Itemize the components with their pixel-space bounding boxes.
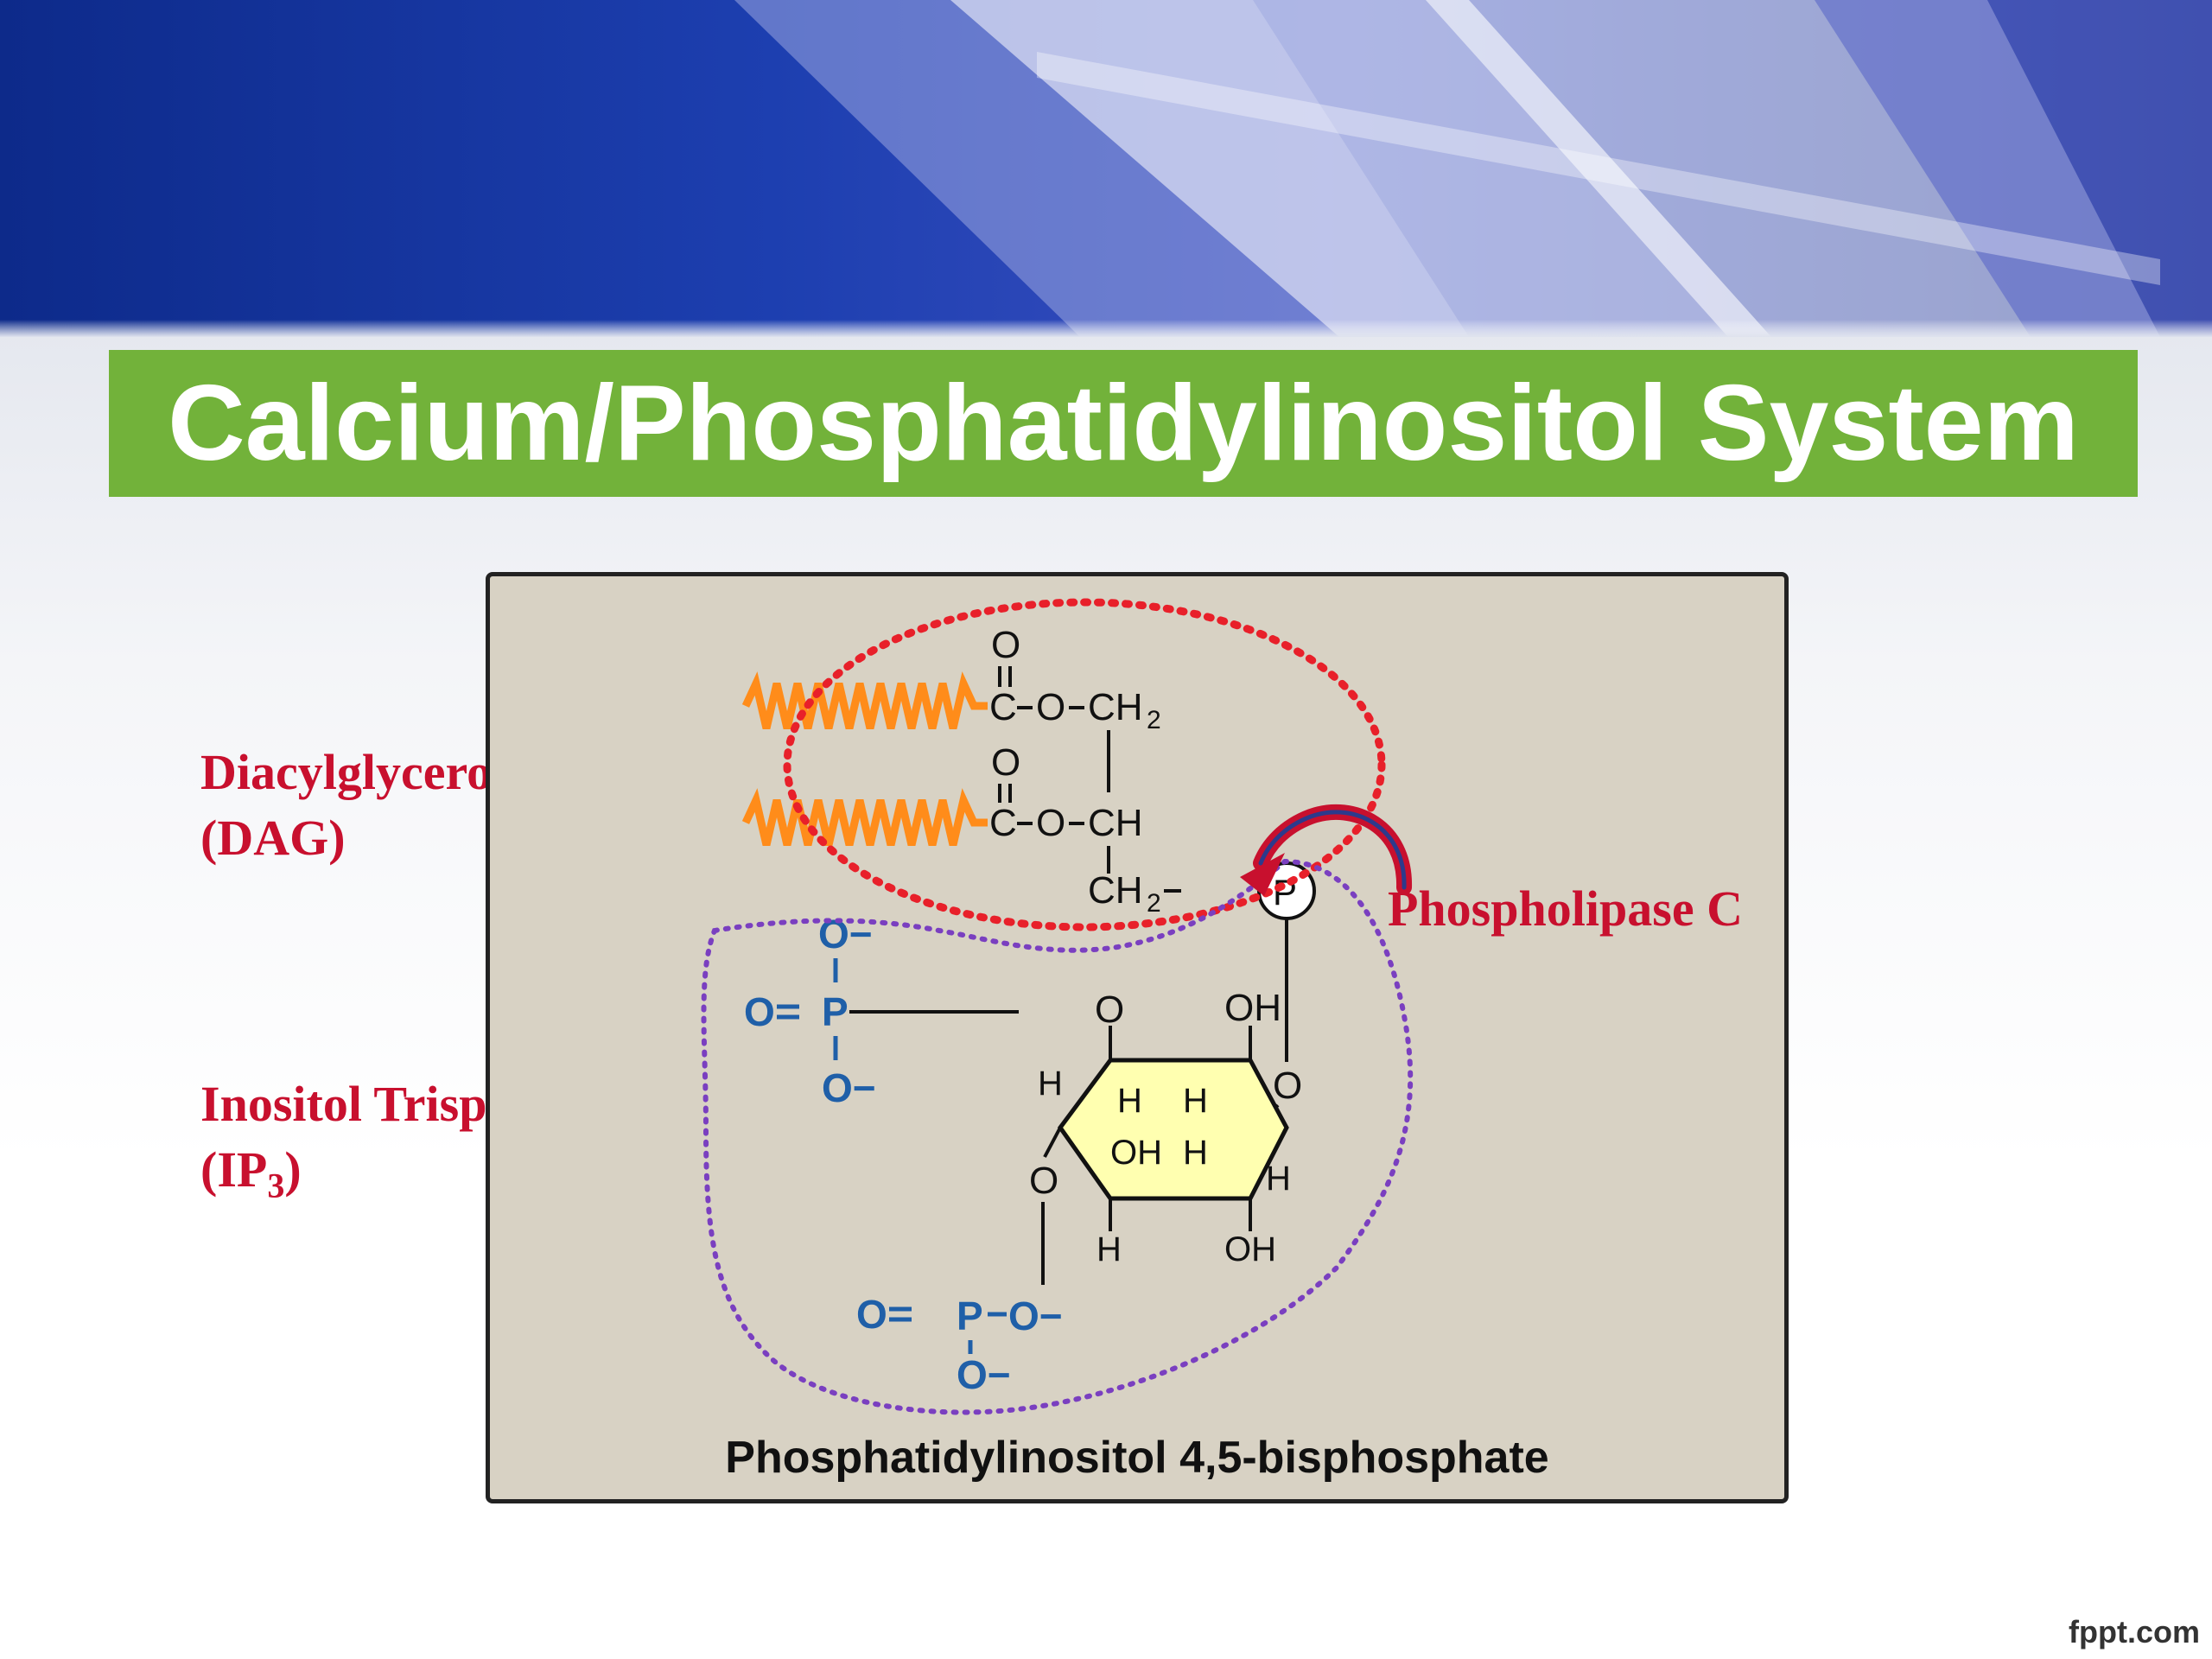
dag-label: Diacylglycerol (DAG) bbox=[200, 740, 505, 871]
dag-label-line1: Diacylglycerol bbox=[200, 744, 506, 800]
ip3-subscript: 3 bbox=[267, 1166, 285, 1205]
carbon-top: C bbox=[989, 686, 1017, 728]
oh-top-right: OH bbox=[1224, 987, 1281, 1029]
slide-title: Calcium/Phosphatidylinositol System bbox=[168, 364, 2079, 483]
ip3-label-line2: (IP3) bbox=[200, 1137, 679, 1219]
h-right: H bbox=[1266, 1160, 1291, 1198]
phosphate2-o-double: O bbox=[856, 1292, 887, 1337]
cleavage-arrowhead-icon bbox=[1240, 853, 1285, 896]
fatty-acid-chain-bottom bbox=[741, 788, 988, 847]
oh-bottom: OH bbox=[1224, 1230, 1276, 1268]
footer-brand: fppt.com bbox=[2069, 1614, 2200, 1649]
ring-o-top: O bbox=[1095, 988, 1124, 1031]
oh-ring-inner: OH bbox=[1110, 1134, 1162, 1172]
ester-o-link-top: O bbox=[1036, 686, 1065, 728]
phosphate1-p: P bbox=[822, 989, 849, 1034]
phosphate1-o-double: O bbox=[744, 989, 775, 1034]
h-ring-3: H bbox=[1183, 1134, 1208, 1172]
ch2-bottom: CH bbox=[1088, 869, 1143, 912]
h-bottom: H bbox=[1096, 1230, 1122, 1268]
ring-o-left: O bbox=[1029, 1160, 1058, 1202]
header-banner bbox=[0, 0, 2212, 337]
ip3-prefix: (IP bbox=[200, 1141, 268, 1198]
h-ring-1: H bbox=[1117, 1082, 1142, 1120]
inositol-ring bbox=[1057, 1058, 1289, 1201]
dag-outline bbox=[783, 598, 1386, 931]
enzyme-label: Phospholipase C bbox=[1388, 880, 1743, 937]
dag-label-line2: (DAG) bbox=[200, 810, 346, 866]
phosphate1-o-minus-bottom: O− bbox=[822, 1065, 876, 1110]
title-box: Calcium/Phosphatidylinositol System bbox=[109, 350, 2138, 497]
fatty-acid-chain-top bbox=[741, 671, 988, 730]
phosphate2-p: P bbox=[957, 1294, 983, 1338]
carbon-bottom: C bbox=[989, 802, 1017, 844]
ch-middle: CH bbox=[1088, 802, 1143, 844]
phosphate2-o-minus-bottom: O− bbox=[957, 1352, 1011, 1397]
ip3-suffix: ) bbox=[284, 1141, 302, 1198]
h-ring-2: H bbox=[1183, 1082, 1208, 1120]
molecule-figure: O C O CH 2 O C O CH CH 2 P O O bbox=[486, 572, 1789, 1503]
banner-graphic bbox=[0, 0, 2212, 337]
ring-o-right: O bbox=[1273, 1065, 1302, 1107]
ch2-bottom-sub: 2 bbox=[1147, 889, 1161, 918]
ester-o-link-bottom: O bbox=[1036, 802, 1065, 844]
ch2-top: CH bbox=[1088, 686, 1143, 728]
molecule-diagram: O C O CH 2 O C O CH CH 2 P O O bbox=[701, 598, 1414, 1415]
phosphate2-o-minus-right: O− bbox=[1008, 1294, 1063, 1338]
molecule-caption: Phosphatidylinositol 4,5-bisphosphate bbox=[725, 1433, 1549, 1483]
ch2-top-sub: 2 bbox=[1147, 706, 1161, 734]
ip3-outline bbox=[701, 858, 1414, 1415]
ester-o-top: O bbox=[991, 624, 1020, 666]
h-left: H bbox=[1038, 1065, 1063, 1103]
ester-o-bottom: O bbox=[991, 741, 1020, 784]
